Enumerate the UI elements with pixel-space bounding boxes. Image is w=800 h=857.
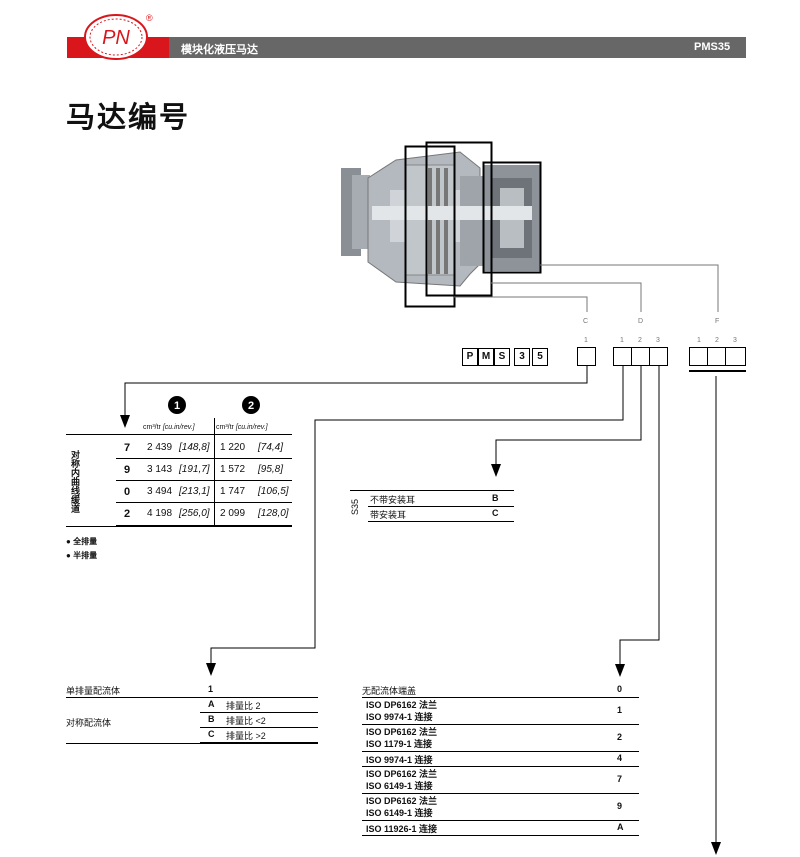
code-letter-5: 5 — [532, 348, 548, 366]
table-row: 0 3 494 [213,1] 1 747 [106,5] — [116, 481, 292, 503]
group-f-letter: F — [715, 318, 720, 325]
code-slot-d1 — [613, 347, 632, 366]
f-underline — [689, 370, 746, 372]
table-row: 7 2 439 [148,8] 1 220 [74,4] — [116, 437, 292, 459]
code-slot-f1 — [689, 347, 708, 366]
header-bar-gray — [169, 37, 746, 58]
displacement-side-label: 对称内曲线缓道 — [70, 449, 80, 513]
table-row: 9 3 143 [191,7] 1 572 [95,8] — [116, 459, 292, 481]
table-row: 无配流体端盖 0 — [362, 682, 639, 698]
header-model: PMS35 — [694, 41, 731, 53]
motor-illustration — [341, 151, 540, 287]
code-slot-f2 — [707, 347, 726, 366]
group-d-pos-3: 3 — [656, 337, 660, 344]
table-row: ISO DP6162 法兰 ISO 1179-1 连接 2 — [362, 725, 639, 752]
table-row: ISO DP6162 法兰 ISO 6149-1 连接 7 — [362, 767, 639, 794]
group-d-pos-1: 1 — [620, 337, 624, 344]
code-slot-d3 — [649, 347, 668, 366]
table-bottom-line — [66, 526, 292, 527]
header-subtitle: 模块化液压马达 — [181, 44, 258, 56]
logo-text: PN — [102, 27, 130, 49]
legend-item: ● 半排量 — [66, 551, 98, 560]
table-top-line — [66, 434, 292, 435]
svg-text:1: 1 — [174, 400, 180, 412]
table-row: ISO DP6162 法兰 ISO 6149-1 连接 9 — [362, 794, 639, 821]
col2-header: cm³/tr [cu.in/rev.] — [216, 424, 268, 431]
pn-logo: PN — [84, 14, 148, 60]
code-letter-p: P — [462, 348, 478, 366]
code-letter-m: M — [478, 348, 494, 366]
page-title: 马达编号 — [66, 102, 191, 134]
table-row: A 排量比 2 — [200, 698, 318, 713]
group-d-letter: D — [638, 318, 644, 325]
col1-header: cm³/tr [cu.in/rev.] — [143, 424, 195, 431]
frame-d — [425, 141, 493, 297]
table-row: 不带安装耳 B — [368, 492, 514, 507]
table-row: 2 4 198 [256,0] 2 099 [128,0] — [116, 503, 292, 526]
group-f-pos-1: 1 — [697, 337, 701, 344]
legend-item: ● 全排量 — [66, 537, 98, 546]
table-row: ISO 9974-1 连接 4 — [362, 752, 639, 767]
table-row: 单排量配流体 1 — [66, 682, 318, 698]
group-f-pos-2: 2 — [715, 337, 719, 344]
col-marker-2: 2 — [242, 396, 260, 414]
group-d-pos-2: 2 — [638, 337, 642, 344]
table-row: C 排量比 >2 — [200, 728, 318, 743]
table-row: ISO DP6162 法兰 ISO 9974-1 连接 1 — [362, 698, 639, 725]
frame-f — [482, 161, 542, 274]
col-divider — [214, 418, 215, 526]
frame-c — [404, 145, 456, 308]
mount-top-line — [350, 490, 514, 491]
table-row: B 排量比 <2 — [200, 713, 318, 728]
table-row: 带安装耳 C — [368, 507, 514, 522]
symmetric-label: 对称配流体 — [66, 718, 112, 728]
distributor-bottom-line — [66, 743, 318, 744]
code-slot-f3 — [725, 347, 746, 366]
group-f-pos-3: 3 — [733, 337, 737, 344]
svg-text:2: 2 — [248, 400, 254, 412]
code-slot-d2 — [631, 347, 650, 366]
code-letter-s: S — [494, 348, 510, 366]
table-row: ISO 11926-1 连接 A — [362, 821, 639, 836]
mount-side-label: S35 — [350, 499, 360, 516]
group-c-letter: C — [583, 318, 589, 325]
registered-mark: ® — [146, 13, 153, 23]
code-letter-3: 3 — [514, 348, 530, 366]
col-marker-1: 1 — [168, 396, 186, 414]
group-c-pos-1: 1 — [584, 337, 588, 344]
code-slot-c — [577, 347, 596, 366]
